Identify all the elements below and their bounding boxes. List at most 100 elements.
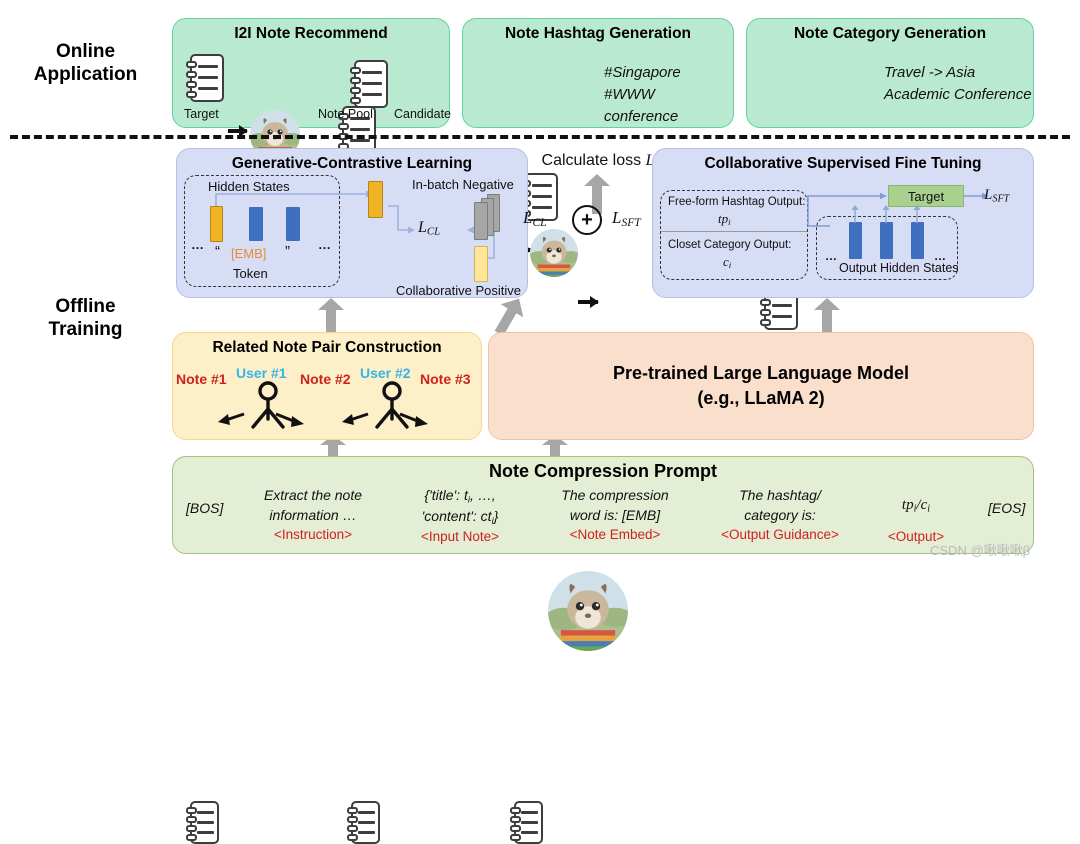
prompt-input-note-line1-b: , …,: [469, 487, 496, 503]
prompt-cell-note-embed: The compression word is: [EMB] <Note Emb…: [540, 486, 690, 542]
category-output-text: Travel -> Asia Academic Conference: [884, 62, 1034, 106]
gcl-title: Generative-Contrastive Learning: [231, 155, 473, 172]
gcl-quote-close: ”: [285, 243, 290, 260]
prompt-input-note-line1-a: {'title': t: [424, 487, 468, 503]
loss-plus-symbol: +: [581, 209, 593, 231]
category-output-line1: Travel -> Asia: [884, 64, 976, 81]
gcl-token-dashed-box: [184, 175, 340, 287]
prompt-output-value-a: tp: [901, 497, 914, 513]
prompt-input-note-line2: 'content': cti}: [392, 507, 528, 528]
csft-bar-2: [880, 222, 893, 259]
calculate-loss-label: Calculate loss L: [528, 152, 668, 170]
gcl-token-label: Token: [233, 266, 268, 281]
gcl-hidden-states-label: Hidden States: [208, 179, 290, 194]
llama-avatar-2-svg: [530, 229, 578, 277]
arrow-prompt-to-pair: [320, 435, 346, 463]
note-icon-pair-1: [186, 801, 219, 844]
arrow-llm-to-csft: [814, 298, 840, 332]
csft-closet-value-letter: c: [723, 254, 729, 269]
gcl-loss-cl-sub: CL: [426, 225, 441, 238]
csft-ellipsis-right: …: [934, 249, 946, 263]
panel-note-category-generation[interactable]: Note Category Generation: [746, 18, 1034, 128]
gcl-bar-negative-1: [474, 202, 488, 240]
arrow-prompt-to-llm: [542, 435, 568, 463]
csft-free-form-value-letter: tp: [718, 211, 729, 226]
prompt-input-note-tag: <Input Note>: [420, 529, 500, 545]
prompt-output-guidance-tag: <Output Guidance>: [721, 527, 839, 543]
pair-note-3-label: Note #3: [420, 371, 471, 387]
caption-candidate: Candidate: [394, 107, 451, 121]
csft-closet-value-sub: i: [728, 260, 732, 271]
prompt-input-note-line1: {'title': ti, …,: [392, 486, 528, 507]
arrow-llm-to-gcl: [494, 298, 524, 336]
offline-training-label: Offline Training: [8, 295, 163, 341]
panel-related-note-pair-construction[interactable]: Related Note Pair Construction: [172, 332, 482, 440]
panel-category-title: Note Category Generation: [793, 25, 987, 42]
pair-arrows: [218, 412, 428, 427]
online-application-label: Online Application: [8, 40, 163, 86]
user-icon-1: [251, 381, 285, 429]
category-output-line2: Academic Conference: [884, 85, 1032, 103]
csft-closet-value: ci: [723, 254, 731, 270]
panel-hashtag-title: Note Hashtag Generation: [504, 25, 692, 42]
hashtag-output-text: #Singapore #WWW conference: [604, 62, 732, 127]
arrow-target-to-model: [228, 125, 248, 137]
panel-generative-contrastive-learning[interactable]: Generative-Contrastive Learning: [176, 148, 528, 298]
gcl-ellipsis-right: …: [318, 237, 331, 252]
panel-note-compression-prompt[interactable]: Note Compression Prompt: [172, 456, 1034, 554]
csft-free-form-label: Free-form Hashtag Output:: [668, 196, 806, 208]
csft-lsft-letter: L: [984, 187, 993, 203]
csft-target-box[interactable]: Target: [888, 185, 964, 207]
user-icon-2: [375, 381, 409, 429]
csft-output-hidden-states-label: Output Hidden States: [839, 261, 959, 275]
pair-user-2-label: User #2: [360, 365, 411, 381]
arrow-model-to-hashtag-output: [578, 296, 599, 308]
csft-hidden-states-dashed-box: [816, 216, 958, 280]
pair-note-1-label: Note #1: [176, 371, 227, 387]
center-lcl-sub: CL: [532, 215, 547, 229]
prompt-output-value: tpi/ci: [862, 495, 970, 517]
panel-pretrained-llm[interactable]: Pre-trained Large Language Model (e.g., …: [488, 332, 1034, 440]
hashtag-output-line2: #WWW conference: [604, 85, 679, 125]
center-lsft-letter: L: [612, 208, 622, 227]
calculate-loss-var: L: [645, 152, 655, 169]
gcl-bar-emb: [210, 206, 223, 242]
csft-divider: [661, 231, 807, 232]
pair-note-2-label: Note #2: [300, 371, 351, 387]
csft-title: Collaborative Supervised Fine Tuning: [704, 155, 982, 172]
caption-target: Target: [184, 107, 219, 121]
gcl-bar-hidden-2: [286, 207, 300, 241]
prompt-cell-output-guidance: The hashtag/ category is: <Output Guidan…: [700, 486, 860, 542]
csft-closet-label: Closet Category Output:: [668, 239, 792, 251]
offline-training-label-line1: Offline: [55, 296, 116, 317]
csft-bar-1: [849, 222, 862, 259]
llama-avatar-center: [548, 571, 628, 651]
llm-line1: Pre-trained Large Language Model: [612, 363, 910, 383]
calculate-loss-text: Calculate loss: [541, 152, 642, 169]
gcl-loss-cl-label: LCL: [418, 219, 440, 238]
prompt-input-note-line2-a: 'content': ct: [421, 507, 492, 524]
online-application-label-line2: Application: [33, 64, 138, 86]
hashtag-output-line1: #Singapore: [604, 64, 681, 81]
note-icon-pair-2: [347, 801, 381, 844]
gcl-loss-cl-letter: L: [418, 219, 427, 236]
note-icon-pair-3: [509, 801, 543, 844]
gcl-bar-collaborative-positive: [474, 246, 488, 282]
csft-output-dashed-box: [660, 190, 808, 280]
pair-title: Related Note Pair Construction: [212, 339, 442, 356]
panel-note-hashtag-generation[interactable]: Note Hashtag Generation: [462, 18, 734, 128]
panel-i2i-title: I2I Note Recommend: [234, 25, 388, 42]
prompt-note-embed-line2: word is: [EMB]: [569, 506, 661, 523]
prompt-bos: [BOS]: [186, 500, 224, 516]
watermark: CSDN @啾啾啾β: [930, 543, 1031, 558]
gcl-in-batch-negative-label: In-batch Negative: [412, 177, 514, 192]
prompt-note-embed-tag: <Note Embed>: [569, 527, 661, 543]
note-icon-stack-note-pool: [326, 46, 392, 200]
llm-line2: (e.g., LLaMA 2): [697, 388, 825, 408]
section-divider: [10, 135, 1070, 139]
online-application-label-line1: Online: [55, 41, 116, 62]
panel-collaborative-supervised-fine-tuning[interactable]: Collaborative Supervised Fine Tuning: [652, 148, 1034, 298]
gcl-collaborative-positive-label: Collaborative Positive: [396, 283, 522, 298]
gcl-bar-pooled-emb: [368, 181, 383, 218]
note-icon-target: [186, 54, 224, 102]
